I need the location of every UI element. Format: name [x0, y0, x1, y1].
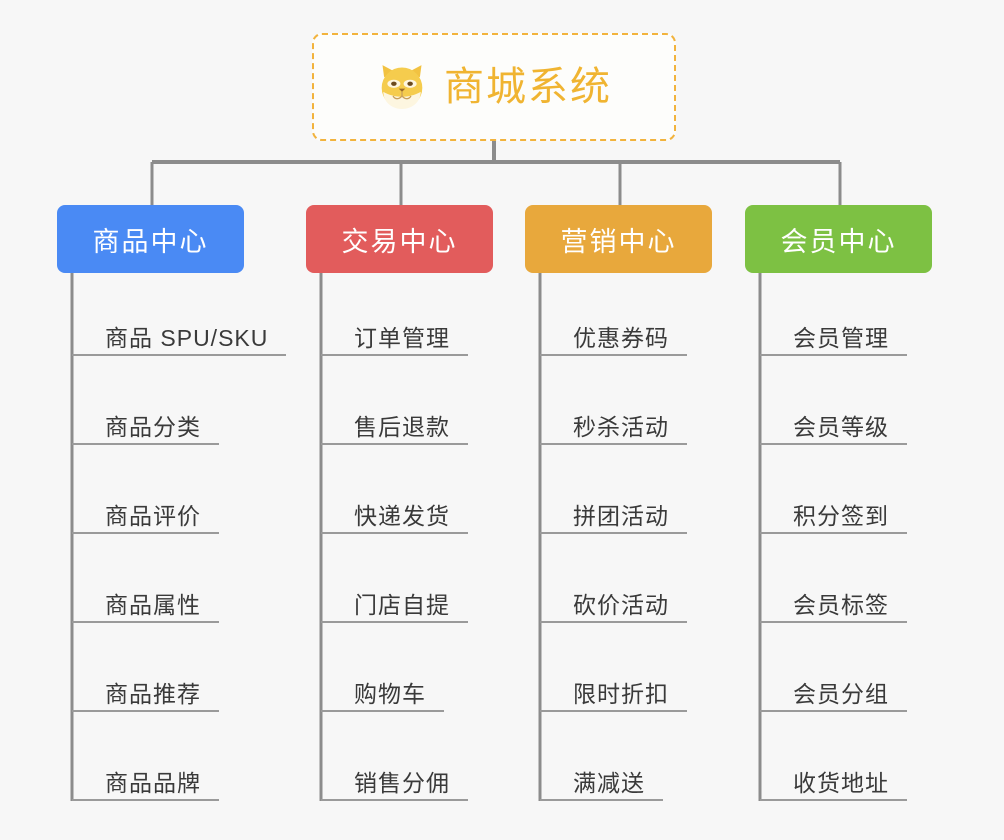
- leaf-item[interactable]: 快递发货: [321, 486, 468, 534]
- category-title: 会员中心: [780, 226, 897, 257]
- leaf-item[interactable]: 积分签到: [760, 486, 907, 534]
- leaf-item[interactable]: 优惠券码: [540, 308, 687, 356]
- category-box-marketing-center[interactable]: 营销中心: [525, 205, 712, 273]
- root-node[interactable]: 商城系统: [312, 33, 676, 141]
- leaf-item[interactable]: 会员分组: [760, 664, 907, 712]
- leaf-item-label: 拼团活动: [573, 502, 669, 529]
- leaf-item-label: 会员标签: [793, 591, 889, 618]
- leaf-item-label: 砍价活动: [573, 591, 669, 618]
- category-box-trade-center[interactable]: 交易中心: [306, 205, 493, 273]
- leaf-item[interactable]: 销售分佣: [321, 753, 468, 801]
- leaf-item-label: 商品推荐: [105, 680, 201, 707]
- leaf-item[interactable]: 会员等级: [760, 397, 907, 445]
- leaf-item-label: 快递发货: [354, 502, 450, 529]
- leaf-item-label: 门店自提: [354, 591, 450, 618]
- category-box-product-center[interactable]: 商品中心: [57, 205, 244, 273]
- leaf-item-label: 秒杀活动: [573, 413, 669, 440]
- leaf-item-label: 商品评价: [105, 502, 201, 529]
- leaf-item[interactable]: 门店自提: [321, 575, 468, 623]
- shiba-inu-face-icon: [376, 61, 428, 113]
- leaf-item[interactable]: 会员管理: [760, 308, 907, 356]
- category-title: 营销中心: [560, 226, 677, 257]
- leaf-item[interactable]: 限时折扣: [540, 664, 687, 712]
- category-title: 商品中心: [92, 226, 209, 257]
- leaf-item[interactable]: 收货地址: [760, 753, 907, 801]
- leaf-item[interactable]: 会员标签: [760, 575, 907, 623]
- leaf-item-label: 限时折扣: [573, 680, 669, 707]
- leaf-item-label: 会员等级: [793, 413, 889, 440]
- leaf-item-label: 收货地址: [793, 769, 889, 796]
- leaf-item[interactable]: 购物车: [321, 664, 444, 712]
- leaf-item[interactable]: 订单管理: [321, 308, 468, 356]
- leaf-item-label: 销售分佣: [354, 769, 450, 796]
- leaf-item-label: 订单管理: [354, 324, 450, 351]
- leaf-item[interactable]: 满减送: [540, 753, 663, 801]
- leaf-item-label: 购物车: [354, 680, 426, 707]
- leaf-item[interactable]: 砍价活动: [540, 575, 687, 623]
- leaf-item-label: 商品 SPU/SKU: [105, 324, 269, 351]
- category-title: 交易中心: [341, 226, 458, 257]
- root-node-content: 商城系统: [376, 61, 612, 113]
- leaf-item-label: 优惠券码: [573, 324, 669, 351]
- leaf-item-label: 商品分类: [105, 413, 201, 440]
- leaf-item-label: 积分签到: [793, 502, 889, 529]
- leaf-item[interactable]: 拼团活动: [540, 486, 687, 534]
- leaf-item[interactable]: 商品 SPU/SKU: [72, 308, 286, 356]
- leaf-item[interactable]: 售后退款: [321, 397, 468, 445]
- leaf-item[interactable]: 商品属性: [72, 575, 219, 623]
- root-title: 商城系统: [444, 65, 612, 109]
- leaf-item[interactable]: 商品品牌: [72, 753, 219, 801]
- category-box-member-center[interactable]: 会员中心: [745, 205, 932, 273]
- leaf-item[interactable]: 商品推荐: [72, 664, 219, 712]
- leaf-item[interactable]: 商品分类: [72, 397, 219, 445]
- leaf-item-label: 商品品牌: [105, 769, 201, 796]
- leaf-item-label: 商品属性: [105, 591, 201, 618]
- leaf-item[interactable]: 商品评价: [72, 486, 219, 534]
- leaf-item[interactable]: 秒杀活动: [540, 397, 687, 445]
- leaf-item-label: 售后退款: [354, 413, 450, 440]
- leaf-item-label: 会员分组: [793, 680, 889, 707]
- leaf-item-label: 满减送: [573, 769, 645, 796]
- leaf-item-label: 会员管理: [793, 324, 889, 351]
